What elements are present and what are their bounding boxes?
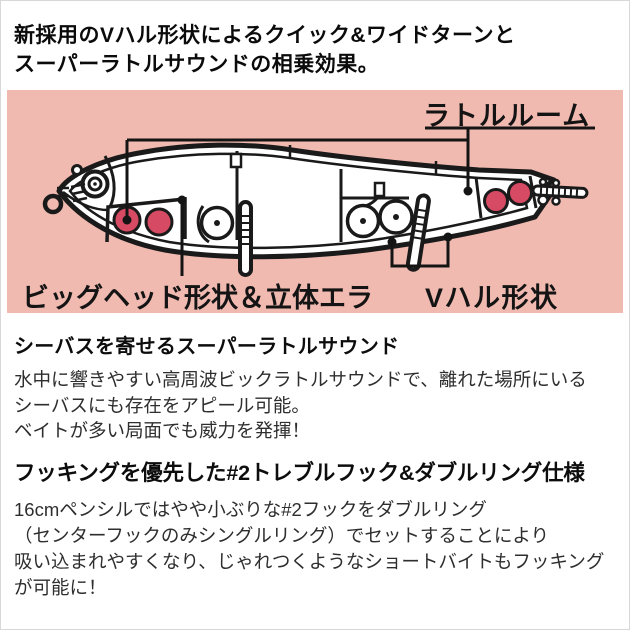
label-big-head: ビッグヘッド形状＆立体エラ [22, 283, 373, 313]
section1-body-line: 水中に響きやすい高周波ビックラトルサウンドで、離れた場所にいる [14, 369, 587, 390]
section1-body-line: ベイトが多い局面でも威力を発揮！ [14, 420, 311, 441]
page-title-line2: スーパーラトルサウンドの相乗効果。 [14, 53, 380, 76]
section2-body-line: 16cmペンシルではやや小ぶりな#2フックをダブルリング [14, 499, 487, 520]
page-title-line1: 新採用のVハル形状によるクイック&ワイドターンと [14, 24, 516, 47]
tail-wire [531, 184, 589, 199]
lure-diagram-svg [42, 126, 595, 277]
front-rattle-room-wall [105, 197, 187, 243]
section1-heading: シーバスを寄せるスーパーラトルサウンド [14, 336, 400, 358]
nose-loop [42, 193, 64, 215]
section2-body-line: が可能に！ [14, 577, 107, 598]
callout-lines [125, 126, 595, 276]
gill-curve [103, 155, 116, 208]
front-compartment [196, 151, 243, 244]
page-title: 新採用のVハル形状によるクイック&ワイドターンと スーパーラトルサウンドの相乗効… [14, 21, 516, 79]
section1-body-line: シーバスにも存在をアピール可能。 [14, 394, 310, 416]
rattle-ball-rear-1 [483, 188, 509, 214]
lure-diagram-panel: ラトルルーム ビッグヘッド形状＆立体エラ Vハル形状 [7, 90, 623, 313]
rattle-ball-rear-2 [507, 180, 533, 206]
section2-heading: フッキングを優先した#2トレブルフック&ダブルリング仕様 [14, 461, 585, 485]
callout-dots [122, 186, 473, 247]
section1-body: 水中に響きやすい高周波ビックラトルサウンドで、離れた場所にいる シーバスにも存在… [14, 367, 587, 444]
section2-body-line: 吸い込まれやすくなり、じゃれつくようなショートバイトもフッキング [14, 551, 605, 572]
tail-compartment [474, 175, 589, 219]
rear-hook-hanger [405, 193, 431, 272]
front-hook-hanger [238, 200, 253, 277]
head-details [57, 155, 187, 243]
rattle-ball-front-2 [144, 207, 174, 237]
label-rattle-room: ラトルルーム [423, 101, 591, 131]
section2-body-line: （センターフックのみシングルリング）でセットすることにより [14, 525, 550, 546]
rear-compartment [339, 169, 414, 242]
label-v-hull: Vハル形状 [425, 283, 559, 313]
section2-body: 16cmペンシルではやや小ぶりな#2フックをダブルリング （センターフックのみシ… [14, 497, 604, 601]
